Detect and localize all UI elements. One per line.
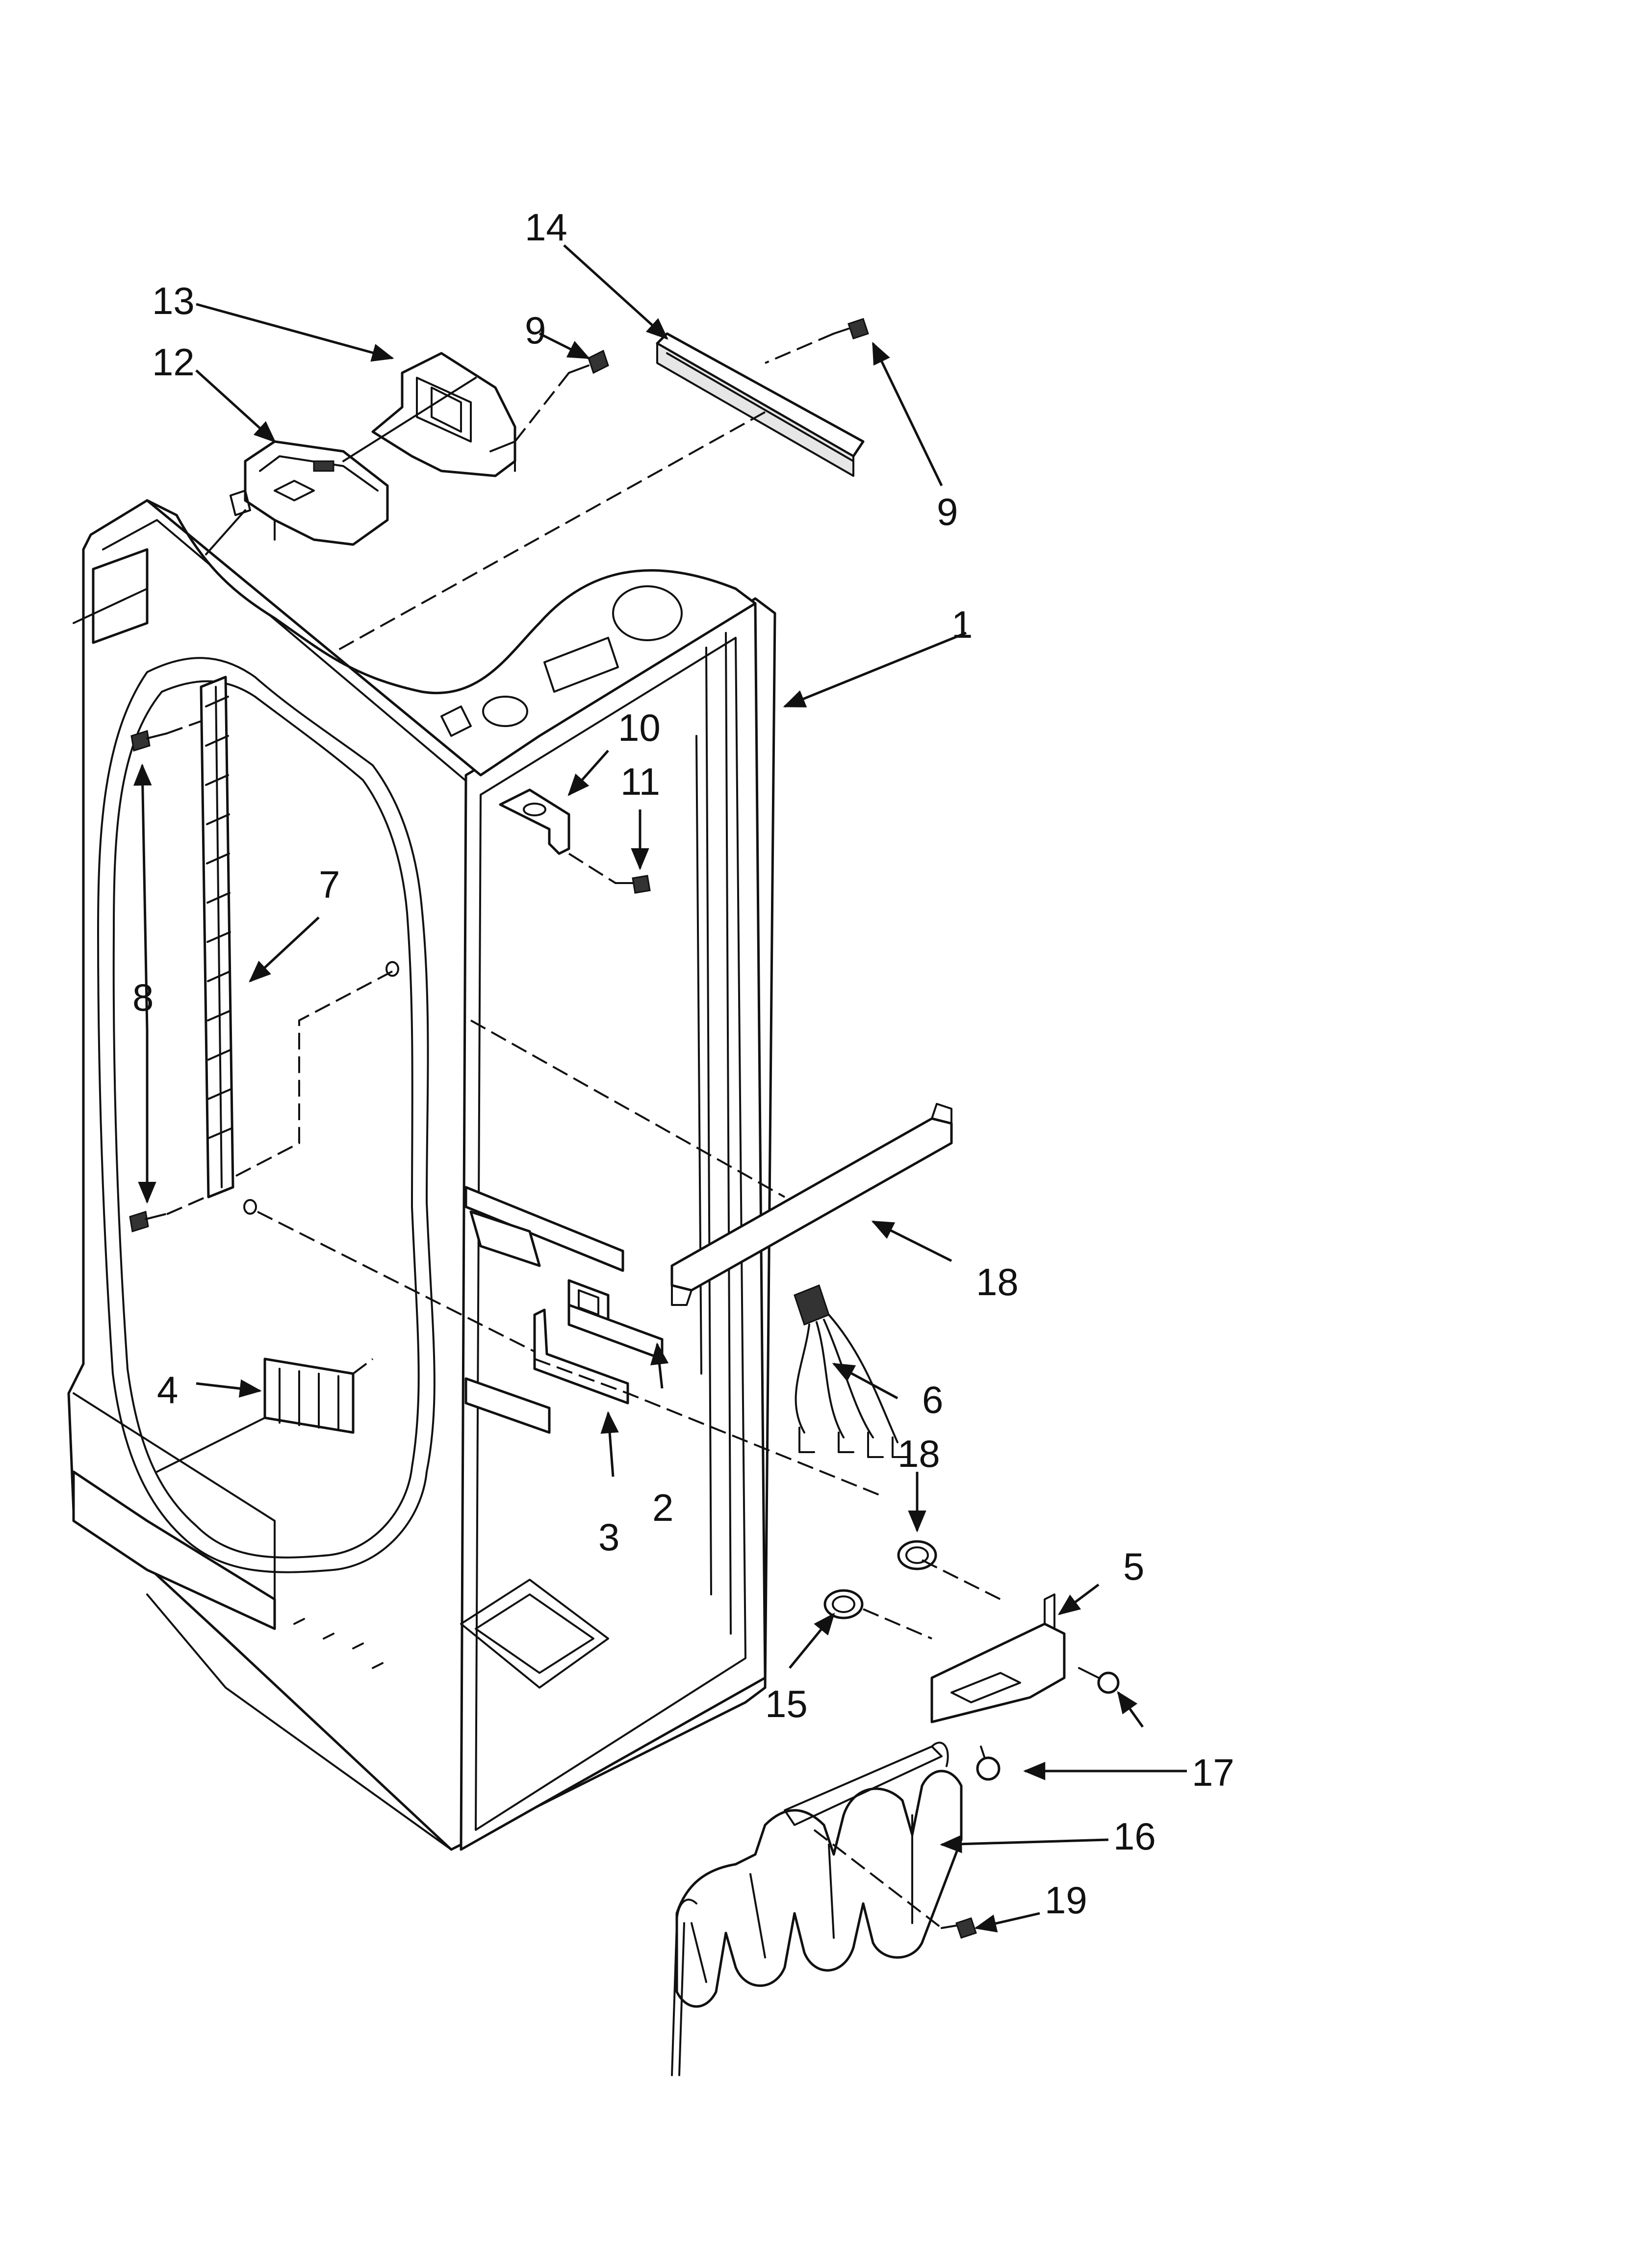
callout-9-right: 9 xyxy=(937,490,958,533)
callout-9-upper: 9 xyxy=(525,309,546,352)
fastener-17-lower xyxy=(976,1746,1001,1781)
fastener-17-upper xyxy=(1078,1667,1120,1694)
screw-19 xyxy=(941,1917,977,1939)
callout-18-crossbar: 18 xyxy=(976,1260,1019,1303)
wire-harness-6 xyxy=(794,1284,908,1458)
crisper-rails xyxy=(464,1186,883,1497)
bracket-10 xyxy=(499,788,570,855)
callout-1: 1 xyxy=(951,603,973,646)
callout-10: 10 xyxy=(618,706,661,749)
drain-cover-5 xyxy=(930,1593,1066,1723)
callout-5: 5 xyxy=(1123,1545,1144,1588)
callout-14: 14 xyxy=(525,206,567,249)
callout-17: 17 xyxy=(1192,1751,1234,1794)
callout-4: 4 xyxy=(157,1368,178,1411)
control-housing-12 xyxy=(205,440,389,555)
screw-11 xyxy=(615,875,651,894)
screw-8-bottom xyxy=(129,1211,166,1232)
screw-9-left xyxy=(568,349,609,374)
grommet-15 xyxy=(823,1589,864,1619)
control-housing-cover-13 xyxy=(342,352,516,477)
channel-14 xyxy=(656,332,865,477)
drain-heater-16 xyxy=(671,1742,963,2076)
callout-12: 12 xyxy=(152,340,195,384)
callout-labels: 1 2 3 4 5 6 7 8 9 9 10 11 12 13 14 15 16… xyxy=(132,206,1234,1922)
callout-19: 19 xyxy=(1045,1878,1087,1922)
cabinet-liner xyxy=(67,499,776,1851)
callout-13: 13 xyxy=(152,279,195,322)
callout-16: 16 xyxy=(1113,1815,1156,1858)
callout-15: 15 xyxy=(765,1682,808,1725)
callout-2: 2 xyxy=(652,1486,673,1529)
shelf-rail xyxy=(200,676,234,1199)
callout-7: 7 xyxy=(319,863,340,906)
callout-11: 11 xyxy=(620,760,660,803)
callout-6: 6 xyxy=(922,1378,943,1421)
callout-8: 8 xyxy=(132,976,154,1019)
screw-8-top xyxy=(130,730,168,752)
screw-9-right xyxy=(833,318,869,339)
callout-18-grommet: 18 xyxy=(898,1432,940,1475)
callout-3: 3 xyxy=(598,1515,619,1559)
air-damper-grille xyxy=(156,1357,374,1473)
leader-lines xyxy=(133,244,1187,1932)
crossbar-18 xyxy=(470,1019,953,1306)
